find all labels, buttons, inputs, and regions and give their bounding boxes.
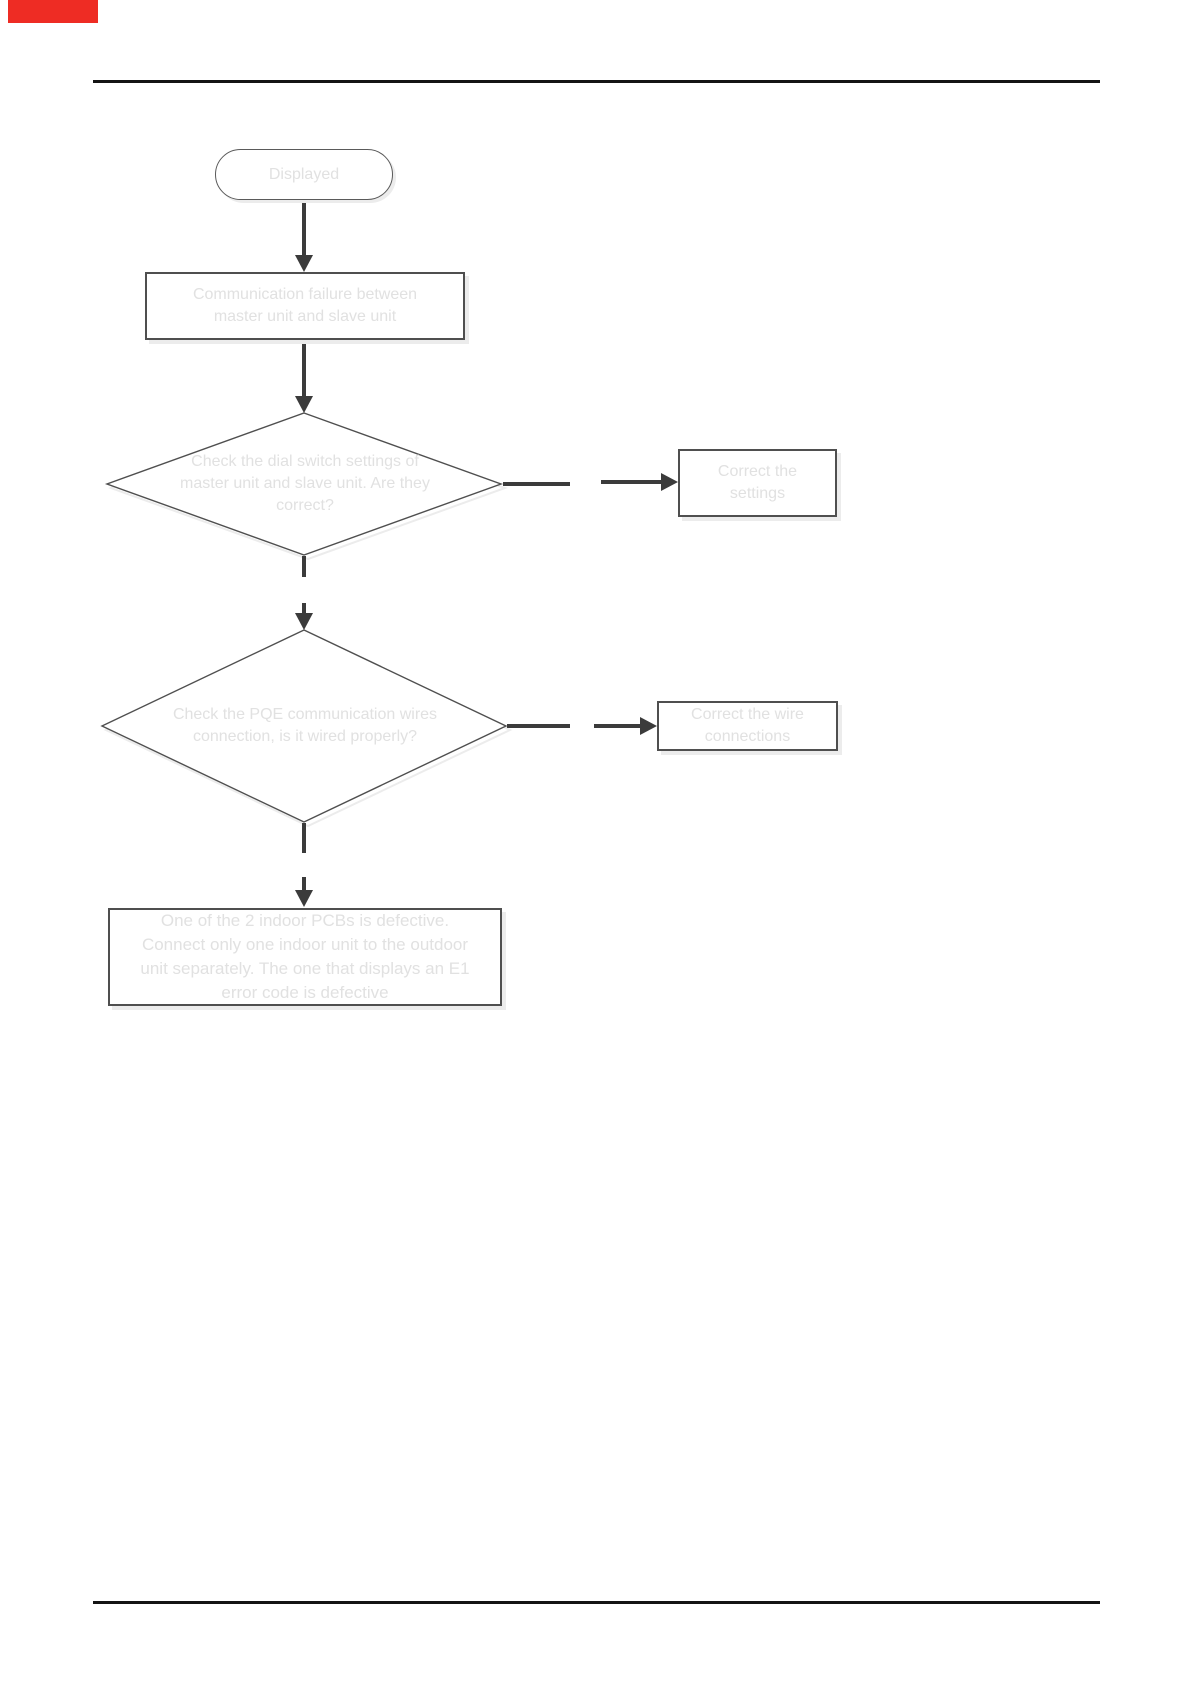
- arrowhead-decision1-to-action1: [661, 473, 678, 491]
- node-action1: Correct the settings: [678, 449, 837, 517]
- arrowhead-decision1-to-decision2: [295, 613, 313, 630]
- node-problem: Communication failure between master uni…: [145, 272, 465, 340]
- top-rule: [93, 80, 1100, 83]
- red-marker: [8, 0, 98, 23]
- decision2-diamond: [100, 629, 508, 823]
- node-start-terminator: Displayed: [215, 149, 393, 200]
- bottom-rule: [93, 1601, 1100, 1604]
- node-decision1-label: Check the dial switch settings of master…: [180, 453, 430, 514]
- node-conclusion: One of the 2 indoor PCBs is defective. C…: [108, 908, 502, 1006]
- node-decision2-label: Check the PQE communication wires connec…: [172, 706, 438, 745]
- arrowhead-decision2-to-conclusion: [295, 890, 313, 907]
- arrowhead-problem-to-decision1: [295, 396, 313, 413]
- node-action2: Correct the wire connections: [657, 701, 838, 751]
- decision1-diamond: [104, 412, 504, 556]
- arrowhead-start-to-problem: [295, 255, 313, 272]
- arrowhead-decision2-to-action2: [640, 717, 657, 735]
